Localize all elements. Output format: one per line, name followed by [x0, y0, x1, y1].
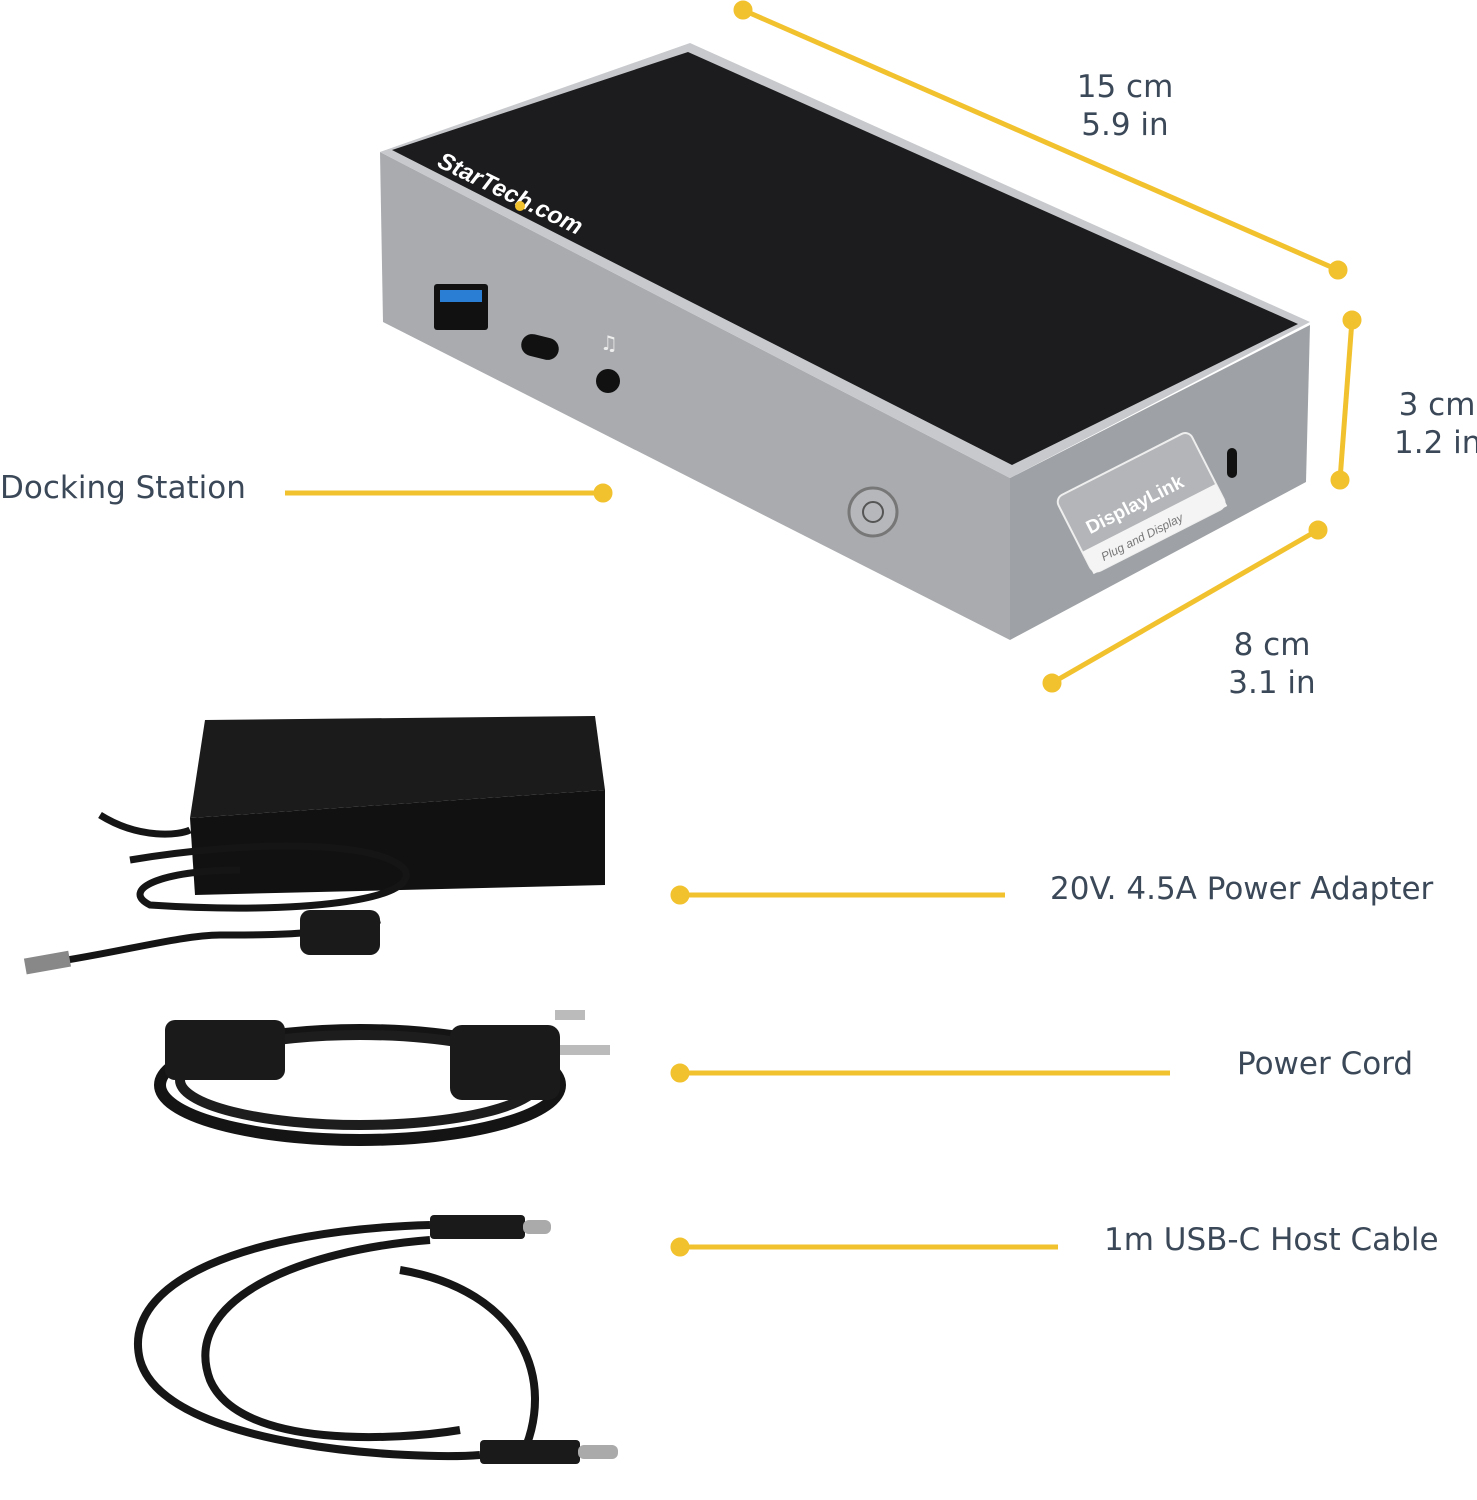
headphone-icon: ♫	[600, 331, 618, 355]
callout-power-adapter: 20V. 4.5A Power Adapter	[1050, 871, 1434, 907]
length-dimension-line	[733, 0, 1348, 280]
length-label: 15 cm 5.9 in	[1070, 68, 1180, 144]
adapter-leader	[670, 885, 1005, 905]
callout-usb-c-cable: 1m USB-C Host Cable	[1104, 1222, 1439, 1258]
power-cord-leader	[670, 1063, 1170, 1083]
lock-icon	[1227, 448, 1237, 478]
docking-station-leader	[285, 483, 613, 503]
height-metric: 3 cm	[1398, 387, 1476, 423]
power-button-icon	[847, 486, 899, 538]
height-imperial: 1.2 in	[1394, 425, 1477, 461]
power-cord-image	[154, 1010, 610, 1146]
height-dimension-line	[1330, 310, 1362, 490]
cable-leader	[670, 1237, 1058, 1257]
callout-docking-station: Docking Station	[0, 470, 246, 506]
callout-power-cord: Power Cord	[1237, 1046, 1414, 1082]
length-imperial: 5.9 in	[1081, 107, 1169, 143]
height-label: 3 cm 1.2 in	[1394, 386, 1477, 462]
length-metric: 15 cm	[1076, 69, 1174, 105]
docking-station-image: StarTech.com ♫ DisplayLink Plug and Disp…	[380, 43, 1310, 640]
depth-dimension-line	[1042, 520, 1328, 693]
power-adapter-image	[23, 716, 605, 975]
depth-metric: 8 cm	[1233, 627, 1311, 663]
depth-label: 8 cm 3.1 in	[1222, 626, 1322, 702]
usb-c-port-icon	[521, 334, 559, 360]
usb-c-cable-image	[134, 1215, 618, 1464]
depth-imperial: 3.1 in	[1228, 665, 1316, 701]
